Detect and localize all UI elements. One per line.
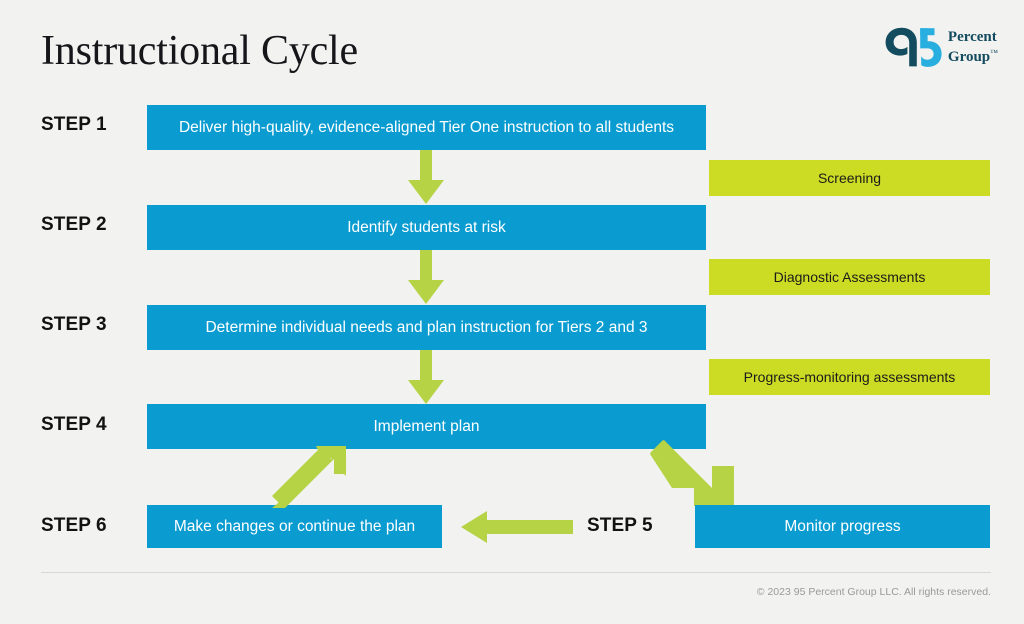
- step-bar-3[interactable]: Determine individual needs and plan inst…: [147, 305, 706, 350]
- step-label-6: STEP 6: [41, 515, 107, 536]
- step-label-1: STEP 1: [41, 114, 107, 135]
- footer-divider: [41, 572, 991, 573]
- logo-word-percent: Percent: [947, 29, 997, 45]
- arrow-step4-to-step5-icon: [650, 440, 742, 512]
- trademark-symbol: ™: [990, 48, 998, 57]
- footer-copyright: © 2023 95 Percent Group LLC. All rights …: [756, 586, 991, 598]
- logo-word-group: Group™: [947, 48, 998, 65]
- page-title: Instructional Cycle: [41, 28, 358, 74]
- arrow-step2-to-step3-icon: [408, 250, 444, 304]
- arrow-step5-to-step6-icon: [461, 511, 573, 543]
- step-label-4: STEP 4: [41, 414, 107, 435]
- logo-95-icon: [885, 27, 942, 67]
- assessment-bar-diagnostic[interactable]: Diagnostic Assessments: [709, 259, 990, 295]
- step-bar-2[interactable]: Identify students at risk: [147, 205, 706, 250]
- arrow-step3-to-step4-icon: [408, 350, 444, 404]
- step-bar-4[interactable]: Implement plan: [147, 404, 706, 449]
- assessment-bar-progress-monitoring[interactable]: Progress-monitoring assessments: [709, 359, 990, 395]
- brand-logo: Percent Group™: [882, 26, 998, 68]
- step-label-5: STEP 5: [587, 515, 653, 536]
- step-label-3: STEP 3: [41, 314, 107, 335]
- assessment-bar-screening[interactable]: Screening: [709, 160, 990, 196]
- step-bar-1[interactable]: Deliver high-quality, evidence-aligned T…: [147, 105, 706, 150]
- step-bar-5[interactable]: Monitor progress: [695, 505, 990, 548]
- step-label-2: STEP 2: [41, 214, 107, 235]
- step-bar-6[interactable]: Make changes or continue the plan: [147, 505, 442, 548]
- arrow-step1-to-step2-icon: [408, 150, 444, 204]
- logo-wordmark: Percent Group™: [948, 29, 998, 65]
- arrow-step6-to-step4-icon: [272, 446, 348, 508]
